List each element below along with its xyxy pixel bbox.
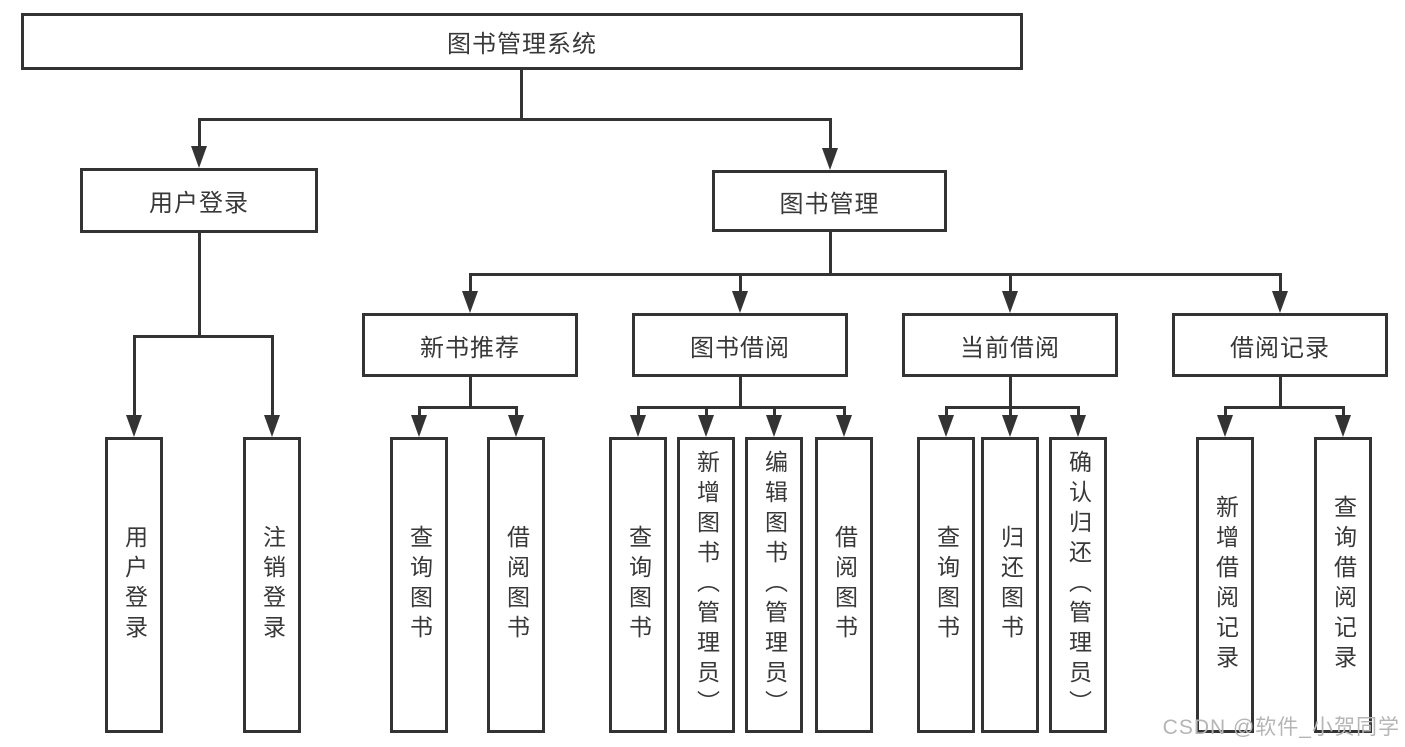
arrow-down-icon [630,415,646,437]
connector-line [198,118,201,146]
connector-line [843,406,846,417]
node-label: 查询图书 [406,525,433,645]
connector-line [271,335,274,415]
leaf-logout: 注销登录 [243,437,301,733]
connector-line [945,406,948,417]
connector-line [637,406,640,417]
node-user-login: 用户登录 [80,168,318,233]
node-label: 新书推荐 [420,334,520,362]
connector-line [1077,406,1080,417]
leaf-query-books-current: 查询图书 [917,437,975,733]
connector-line [1224,406,1227,417]
node-label: 借阅图书 [831,525,858,645]
leaf-return-books: 归还图书 [981,437,1039,733]
connector-line [515,406,518,417]
connector-line [705,406,708,417]
node-label: 确认归还（管理员） [1065,450,1092,720]
connector-line [1279,377,1282,406]
node-label: 查询图书 [625,525,652,645]
arrow-down-icon [264,415,280,437]
node-label: 查询图书 [933,525,960,645]
connector-line [739,377,742,406]
leaf-borrow-books-newbooks: 借阅图书 [487,437,545,733]
connector-line [133,335,136,415]
leaf-borrow-books-borrowing: 借阅图书 [815,437,873,733]
connector-line [469,273,472,291]
node-label: 新增图书（管理员） [693,450,720,720]
node-label: 当前借阅 [960,334,1060,362]
arrow-down-icon [822,148,838,170]
leaf-query-books-newbooks: 查询图书 [390,437,448,733]
arrow-down-icon [411,415,427,437]
connector-line [1009,406,1012,417]
connector-rail [469,273,1282,276]
connector-rail [198,118,832,121]
connector-line [469,377,472,406]
leaf-query-books-borrowing: 查询图书 [609,437,667,733]
connector-line [1279,273,1282,291]
arrow-down-icon [766,415,782,437]
node-label: 借阅图书 [503,525,530,645]
node-label: 归还图书 [997,525,1024,645]
leaf-add-books-admin: 新增图书（管理员） [677,437,735,733]
node-borrow-records: 借阅记录 [1172,313,1388,377]
connector-rail [637,406,846,409]
arrow-down-icon [191,146,207,168]
arrow-down-icon [836,415,852,437]
arrow-down-icon [1002,291,1018,313]
node-label: 用户登录 [149,190,249,217]
connector-line [739,273,742,291]
node-new-book-recommend: 新书推荐 [362,313,578,377]
node-current-borrowing: 当前借阅 [902,313,1118,377]
leaf-add-borrow-record: 新增借阅记录 [1196,437,1254,733]
connector-line [829,118,832,148]
arrow-down-icon [732,291,748,313]
node-label: 图书管理 [779,190,880,218]
arrow-down-icon [698,415,714,437]
leaf-confirm-return-admin: 确认归还（管理员） [1049,437,1107,733]
leaf-user-login: 用户登录 [105,437,163,733]
node-label: 图书借阅 [690,334,790,362]
connector-line [1009,273,1012,291]
node-library-management-system: 图书管理系统 [21,13,1023,70]
connector-line [198,233,201,335]
arrow-down-icon [1002,415,1018,437]
arrow-down-icon [1070,415,1086,437]
connector-line [829,232,832,273]
connector-line [1342,406,1345,417]
node-label: 用户登录 [121,525,148,645]
connector-rail [945,406,1080,409]
connector-line [773,406,776,417]
node-label: 新增借阅记录 [1212,495,1239,675]
node-label: 图书管理系统 [447,31,597,58]
arrow-down-icon [462,291,478,313]
node-label: 注销登录 [259,525,286,645]
watermark: CSDN @软件_小贺同学 [1162,716,1400,739]
arrow-down-icon [508,415,524,437]
connector-rail [1224,406,1345,409]
arrow-down-icon [1217,415,1233,437]
node-label: 借阅记录 [1230,334,1330,362]
leaf-edit-books-admin: 编辑图书（管理员） [745,437,803,733]
arrow-down-icon [1335,415,1351,437]
connector-rail [133,335,274,338]
leaf-query-borrow-record: 查询借阅记录 [1314,437,1372,733]
connector-line [520,70,523,118]
connector-line [418,406,421,417]
arrow-down-icon [938,415,954,437]
connector-line [1009,377,1012,406]
arrow-down-icon [126,415,142,437]
node-label: 查询借阅记录 [1330,495,1357,675]
connector-rail [418,406,518,409]
node-book-borrowing: 图书借阅 [632,313,848,377]
arrow-down-icon [1272,291,1288,313]
node-book-management: 图书管理 [712,170,947,232]
node-label: 编辑图书（管理员） [761,450,788,720]
